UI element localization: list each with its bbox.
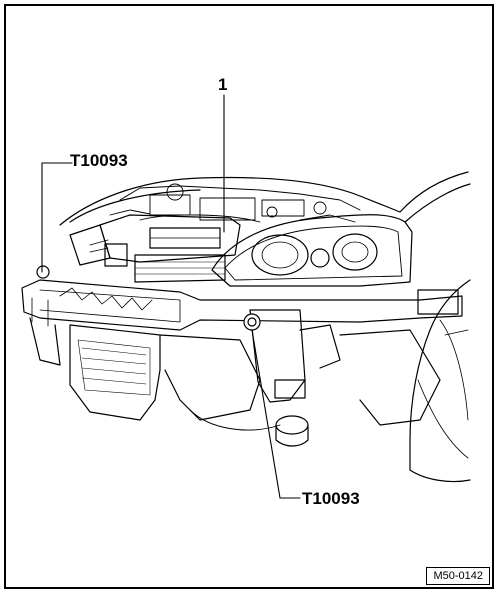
callout-tool-upper-left: T10093 xyxy=(70,151,128,170)
leader-lines xyxy=(41,94,301,499)
headlight xyxy=(211,214,413,287)
fender-wheel xyxy=(404,183,471,483)
bumper-carrier xyxy=(21,279,463,366)
figure-reference-label: M50-0142 xyxy=(426,566,490,585)
engine-bay xyxy=(109,183,361,223)
callout-tool-lower: T10093 xyxy=(302,489,360,508)
tool-marker-lower xyxy=(243,313,261,331)
hood-outline xyxy=(59,171,469,226)
front-frame xyxy=(69,214,241,283)
lower-cover xyxy=(69,324,441,431)
figure-frame xyxy=(4,4,494,589)
tool-marker-upper-left xyxy=(36,265,50,279)
leader-tool-lower xyxy=(251,329,301,499)
lock-carrier xyxy=(249,309,341,447)
callout-part-1: 1 xyxy=(218,75,228,94)
